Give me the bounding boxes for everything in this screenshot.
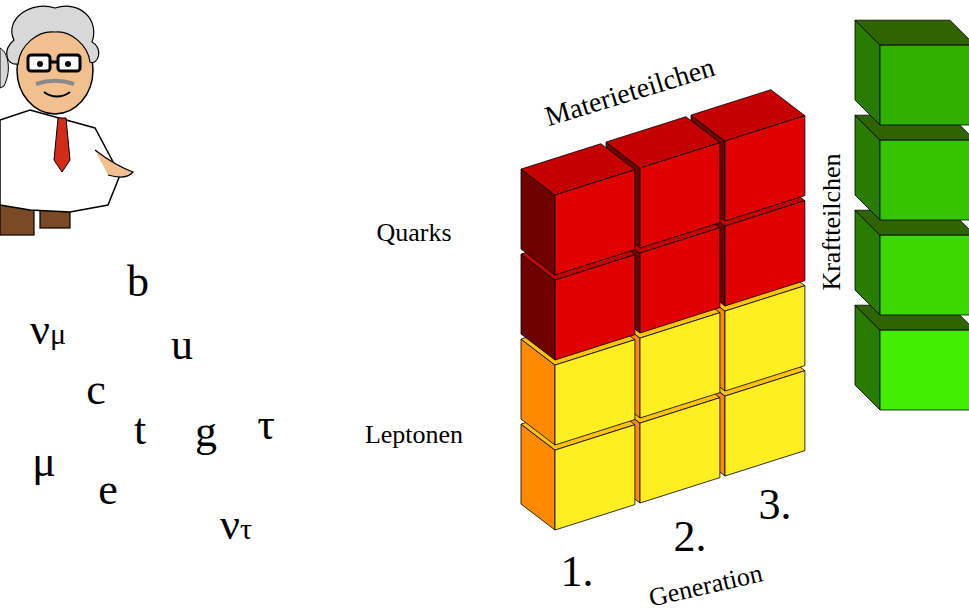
particle-symbol: νμ [30,308,66,352]
matter-cubes [521,90,805,530]
particle-symbol: ντ [220,503,252,547]
cube-face [855,20,969,45]
particle-symbol: μ [32,440,56,484]
cube-face [555,170,635,275]
particle-symbol: τ [257,403,275,447]
particle-symbol: c [86,368,106,412]
generation-number: 2. [674,515,707,559]
particle-symbol: e [98,468,118,512]
cube-face [880,45,969,125]
group-label: Kraftteilchen [819,153,845,290]
cube-face [725,116,805,221]
generation-number: 3. [759,483,792,527]
cube-face [640,143,720,248]
particle-symbol: t [134,408,146,452]
group-label: Materieteilchen [542,53,718,131]
force-cube [855,305,969,410]
scientist-cartoon [0,6,133,235]
cube-face [880,235,969,315]
force-cube [855,20,969,125]
row-label: Leptonen [365,422,463,448]
cube-face [880,330,969,410]
particle-symbol: g [195,410,217,454]
particle-symbol: u [171,323,193,367]
cube-face [880,140,969,220]
force-cube [855,115,969,220]
axis-label: Generation [647,560,765,611]
row-label: Quarks [376,220,451,246]
generation-number: 1. [561,550,594,594]
force-cube [855,210,969,315]
force-cubes [855,20,969,410]
quark-cube [521,144,635,275]
particle-symbol: b [127,260,149,304]
